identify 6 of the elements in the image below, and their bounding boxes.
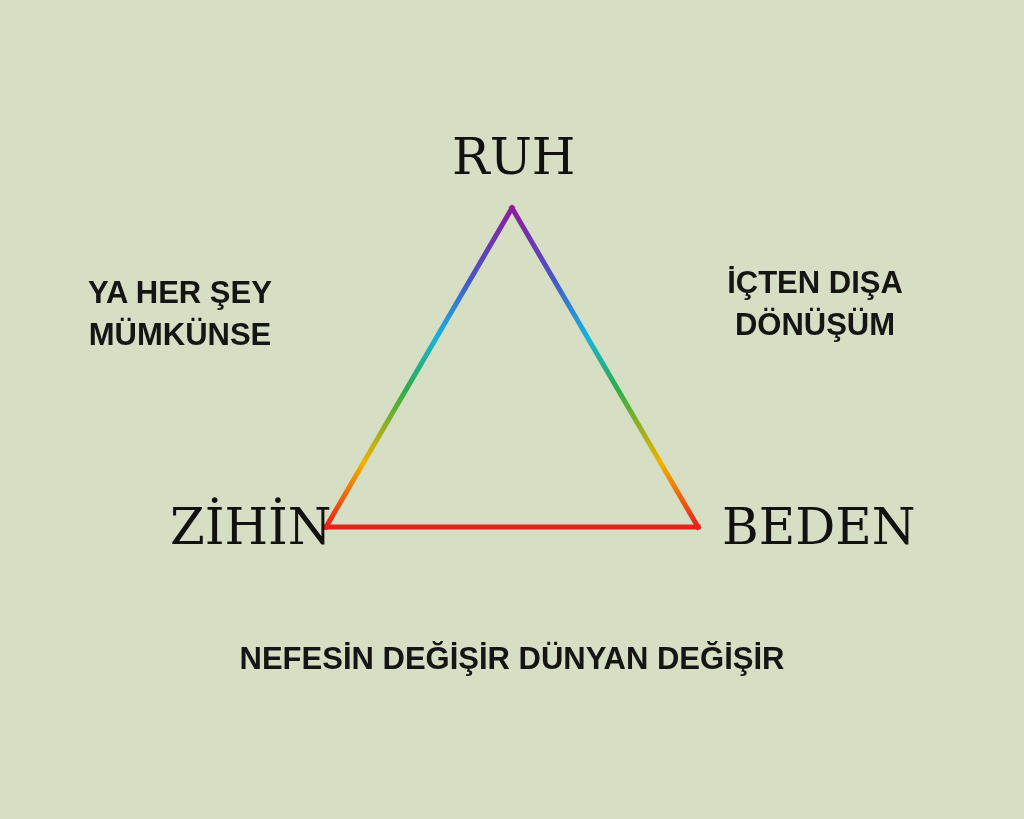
vertex-label: RUH xyxy=(452,130,572,208)
slogan-text: NEFESİN DEĞİŞİR DÜNYAN DEĞİŞİR xyxy=(238,640,786,678)
vertex-label: BEDEN xyxy=(698,500,928,554)
triangle-side xyxy=(323,524,701,530)
slogan-text: YA HER ŞEY MÜMKÜNSE xyxy=(87,274,273,354)
slogan-text: İÇTEN DIŞA DÖNÜŞÜM xyxy=(726,264,904,344)
